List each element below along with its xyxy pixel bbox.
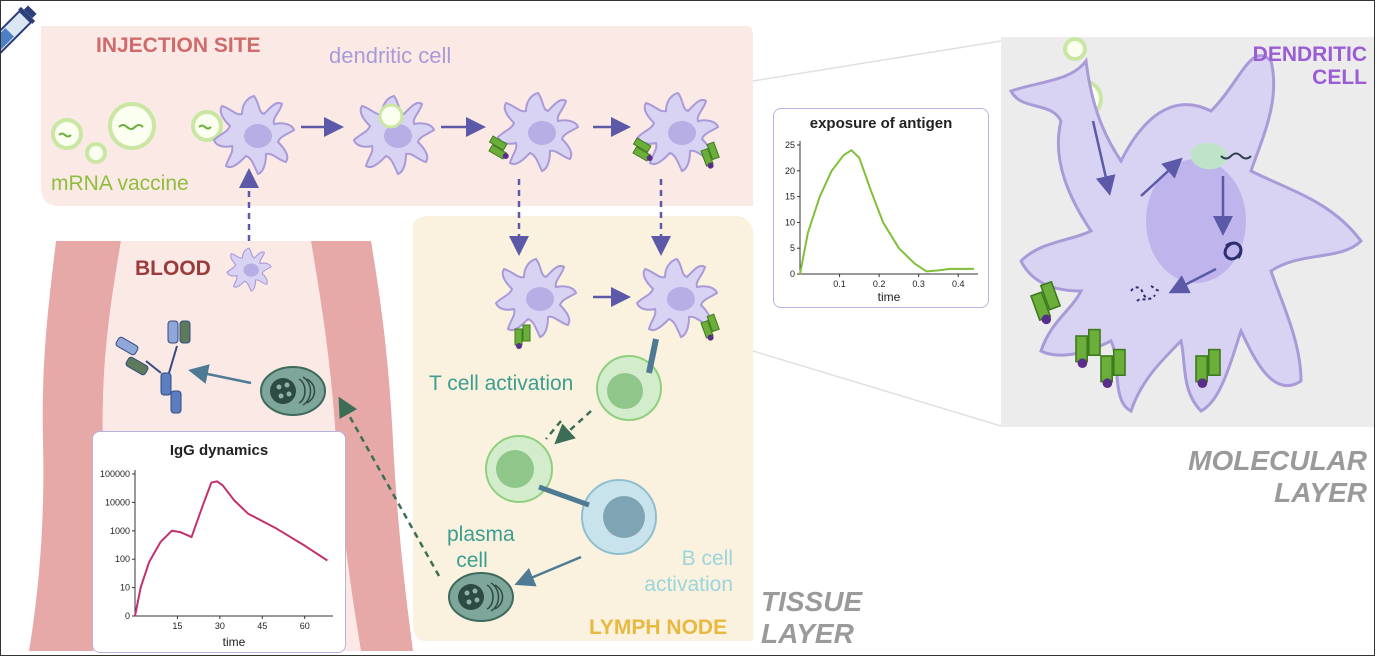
x-tick-label: 60 — [300, 621, 310, 631]
y-tick-label: 0 — [790, 269, 795, 279]
y-tick-label: 10000 — [105, 497, 130, 507]
chart-svg: 0 10 100 1000 10000 100000 15 30 45 60 time — [100, 469, 333, 649]
chart-svg: 0 5 10 15 20 25 0.1 0.2 0.3 0.4 time — [785, 140, 978, 304]
plasma-cell-blood — [260, 366, 326, 416]
t-cell-activation-label: T cell activation — [429, 372, 574, 395]
mrna-vaccine-label: mRNA vaccine — [51, 172, 189, 195]
nucleus — [1146, 159, 1246, 283]
y-tick-label: 20 — [785, 166, 795, 176]
protein-icon — [1223, 241, 1243, 261]
y-tick-label: 100 — [115, 554, 130, 564]
igg-dynamics-chart: IgG dynamics 0 10 100 1000 10000 100000 15 30 45… — [92, 431, 346, 653]
tissue-layer-label: TISSUE LAYER — [761, 586, 863, 650]
y-tick-label: 15 — [785, 192, 795, 202]
dendritic-cell-label: dendritic cell — [329, 43, 452, 68]
dendritic-cell-molecular-label: DENDRITIC CELL — [1252, 43, 1367, 90]
plasma-cell-label: plasma cell — [447, 523, 515, 573]
x-tick-label: 0.1 — [833, 279, 846, 289]
injection-site-label: INJECTION SITE — [96, 34, 261, 57]
ribosome-icon — [1190, 142, 1228, 170]
x-tick-label: 0.3 — [912, 279, 925, 289]
syringe-icon — [1, 5, 37, 60]
b-cell — [581, 479, 657, 555]
y-tick-label: 5 — [790, 243, 795, 253]
y-tick-label: 10 — [120, 583, 130, 593]
chart-title: exposure of antigen — [809, 115, 953, 132]
x-tick-label: 30 — [215, 621, 225, 631]
series-line — [799, 149, 975, 275]
antibody-icon — [115, 320, 191, 414]
x-tick-label: 0.4 — [952, 279, 965, 289]
blood-label: BLOOD — [135, 257, 211, 280]
dendritic-cell-2 — [353, 95, 435, 175]
plasma-cell-lymph — [448, 572, 514, 622]
x-tick-label: 15 — [172, 621, 182, 631]
b-cell-activation-label: B cell activation — [644, 547, 733, 597]
y-tick-label: 25 — [785, 140, 795, 150]
y-tick-label: 100000 — [100, 469, 130, 479]
x-tick-label: 45 — [257, 621, 267, 631]
lymph-node-label: LYMPH NODE — [589, 616, 728, 639]
lymph-node-region — [413, 216, 753, 641]
x-axis-title: time — [878, 290, 901, 304]
t-cell-2 — [485, 435, 553, 503]
y-tick-label: 10 — [785, 217, 795, 227]
vessel-wall-right — [311, 241, 413, 651]
series-line — [134, 480, 328, 617]
t-cell — [596, 355, 662, 421]
molecular-layer-label: MOLECULAR LAYER — [1188, 445, 1367, 509]
y-tick-label: 0 — [125, 611, 130, 621]
x-axis-title: time — [223, 635, 246, 649]
y-tick-label: 1000 — [110, 526, 130, 536]
peptide-fragments-icon — [1130, 285, 1162, 302]
x-tick-label: 0.2 — [873, 279, 886, 289]
chart-title: IgG dynamics — [169, 442, 269, 459]
